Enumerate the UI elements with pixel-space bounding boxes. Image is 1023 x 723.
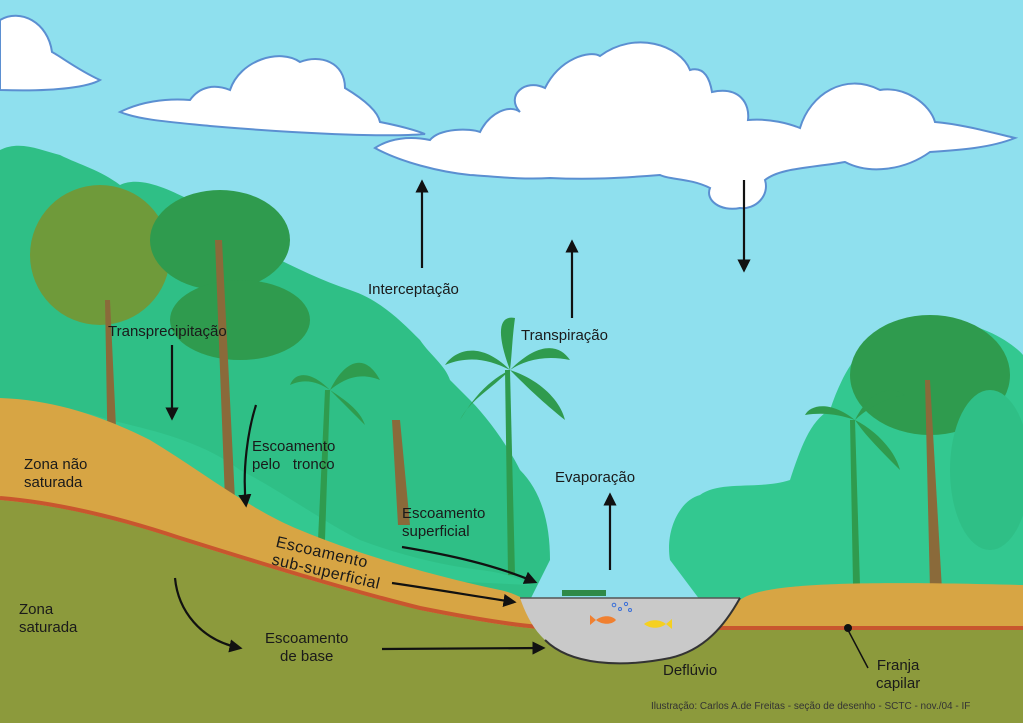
label-escoamento-superficial: Escoamento superficial: [402, 505, 486, 540]
trunk-5: [505, 370, 515, 575]
label-escoamento-tronco: Escoamento pelo tronco: [252, 438, 336, 473]
trunk-2: [215, 240, 235, 500]
illustration-credit: Ilustração: Carlos A.de Freitas - seção …: [651, 701, 971, 712]
canopy-olive-left: [30, 185, 170, 325]
label-franja-capilar: Franja capilar: [876, 657, 921, 692]
label-interceptacao: Interceptação: [368, 281, 459, 298]
label-zona-nao-saturada: Zona não saturada: [24, 456, 88, 491]
tree-trunks: [105, 240, 942, 590]
label-transpiracao: Transpiração: [521, 327, 608, 344]
stream-bed: [544, 597, 741, 665]
clouds: [0, 14, 1019, 210]
saturated-zone: [0, 500, 1023, 723]
label-precipitacao: Precipitação: [698, 155, 781, 172]
trunk-4: [925, 380, 942, 590]
palm-fronds: [290, 317, 905, 470]
franja-capilar-marker: [844, 624, 852, 632]
capillary-fringe-line: [0, 496, 1023, 630]
bubbles: [611, 601, 632, 612]
arrow-escoamento-subsuperficial: [391, 581, 517, 607]
fish-orange: [590, 615, 616, 625]
trunk-7: [850, 420, 860, 585]
canopy-right-back: [950, 390, 1023, 550]
canopy-dark-mid: [170, 280, 310, 360]
label-escoamento-base: Escoamento de base: [265, 630, 349, 665]
palm-right: [805, 390, 905, 470]
trunk-6: [318, 390, 330, 540]
cloud-left: [0, 14, 103, 92]
floating-log: [562, 590, 606, 596]
arrow-zona-saturada-curve: [173, 577, 243, 653]
palm-center: [445, 317, 570, 420]
palm-left: [290, 362, 380, 425]
trunk-3: [392, 420, 410, 525]
arrow-escoamento-superficial: [401, 545, 538, 584]
cloud-main: [373, 41, 1019, 210]
label-defluvio: Deflúvio: [663, 662, 718, 679]
flow-arrows: [165, 179, 751, 655]
cloud-middle: [117, 55, 426, 137]
label-zona-saturada: Zona saturada: [19, 601, 78, 636]
stream: [520, 598, 740, 664]
label-transprecipitacao: Transprecipitação: [108, 323, 227, 340]
label-evaporacao: Evaporação: [555, 469, 636, 486]
arrow-escoamento-base: [381, 641, 546, 655]
franja-pointer: [847, 629, 869, 669]
arrow-escoamento-tronco: [238, 404, 258, 508]
fish-yellow: [644, 619, 672, 629]
